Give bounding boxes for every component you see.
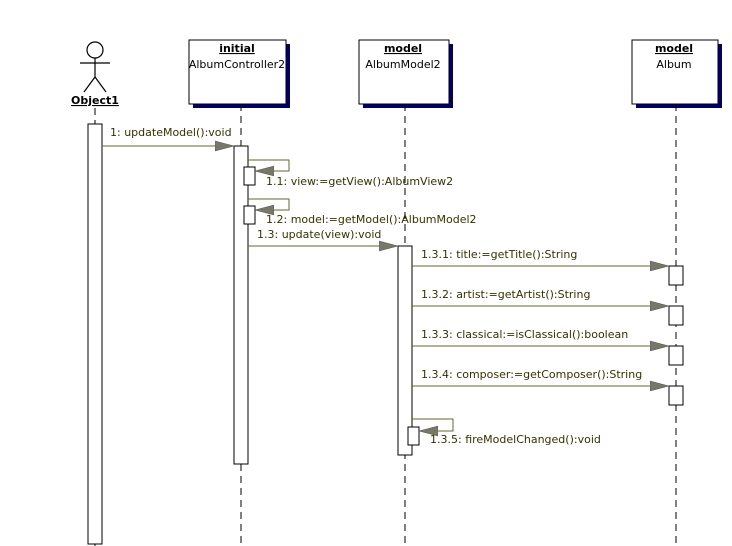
actor-head-icon [86,41,104,59]
lifeline-header-album[interactable]: model Album [631,39,722,108]
lifeline-name: AlbumController2 [189,58,285,71]
activation-album-artist[interactable] [668,305,684,326]
actor-name: Object1 [71,94,119,107]
message-label: 1.2: model:=getModel():AlbumModel2 [266,213,477,226]
lifeline-header-album-model[interactable]: model AlbumModel2 [358,39,453,108]
activation-controller-main[interactable] [233,145,249,465]
message-label: 1.3.2: artist:=getArtist():String [421,288,590,301]
message-label: 1.3: update(view):void [257,228,381,241]
activation-album-title[interactable] [668,265,684,286]
message-label: 1.3.4: composer:=getComposer():String [421,368,642,381]
activation-model-main[interactable] [397,245,413,456]
message-arrow-get-view[interactable] [248,159,290,171]
message-label: 1.3.3: classical:=isClassical():boolean [421,328,628,341]
lifelines [94,104,677,546]
activation-album-composer[interactable] [668,385,684,406]
message-label: 1.3.5: fireModelChanged():void [430,433,601,446]
message-label: 1.3.1: title:=getTitle():String [421,248,577,261]
actor-object1[interactable]: Object1 [71,41,119,107]
message-label: 1: updateModel():void [110,126,232,139]
lifeline-stereotype: model [655,42,693,55]
message-arrow-get-model[interactable] [248,198,290,210]
activation-object1[interactable] [87,123,103,545]
lifeline-name: AlbumModel2 [365,58,440,71]
activation-model-fire[interactable] [407,426,420,446]
lifeline-stereotype: model [384,42,422,55]
message-arrow-fire-model-changed[interactable] [412,418,454,431]
activation-controller-getmodel[interactable] [243,205,256,225]
activation-controller-getview[interactable] [243,166,256,186]
lifeline-stereotype: initial [219,42,255,55]
lifeline-name: Album [656,58,691,71]
message-label: 1.1: view:=getView():AlbumView2 [266,175,453,188]
lifeline-header-album-controller[interactable]: initial AlbumController2 [188,39,290,108]
activation-album-classical[interactable] [668,345,684,366]
